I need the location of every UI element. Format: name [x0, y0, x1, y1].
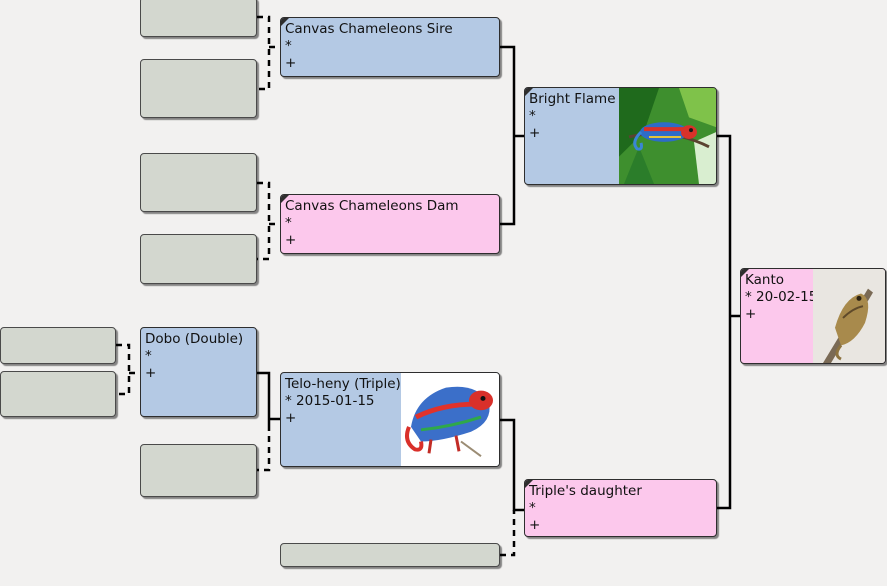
chameleon-on-branch-photo: [813, 269, 885, 363]
person-name: Canvas Chameleons Sire: [285, 21, 453, 37]
card-corner-marker: [525, 480, 533, 488]
card-corner-marker: [281, 18, 289, 26]
person-birth: *: [529, 108, 536, 124]
person-birth: *: [285, 215, 292, 231]
person-birth: * 20-02-15: [745, 289, 818, 305]
empty-ancestor-card[interactable]: [140, 444, 257, 497]
person-card-telo-heny[interactable]: Telo-heny (Triple) * 2015-01-15 +: [280, 372, 500, 467]
empty-ancestor-card[interactable]: [0, 327, 116, 364]
empty-ancestor-card[interactable]: [140, 59, 257, 118]
person-card-bright-flame[interactable]: Bright Flame * +: [524, 87, 717, 185]
person-death: +: [285, 410, 297, 426]
empty-ancestor-card[interactable]: [140, 234, 257, 284]
person-card-kanto[interactable]: Kanto * 20-02-15 +: [740, 268, 886, 364]
person-name: Dobo (Double): [145, 331, 244, 347]
person-death: +: [285, 232, 297, 248]
person-name: Kanto: [745, 272, 784, 288]
person-name: Triple's daughter: [529, 483, 642, 499]
person-birth: * 2015-01-15: [285, 393, 375, 409]
person-death: +: [285, 55, 297, 71]
person-birth: *: [145, 348, 152, 364]
empty-ancestor-card[interactable]: [280, 543, 500, 567]
person-death: +: [529, 125, 541, 141]
person-death: +: [745, 306, 757, 322]
person-birth: *: [285, 38, 292, 54]
panther-chameleon-photo: [401, 373, 499, 466]
card-corner-marker: [741, 269, 749, 277]
empty-ancestor-card[interactable]: [140, 0, 257, 37]
person-name: Bright Flame: [529, 91, 616, 107]
person-card-triples-daughter[interactable]: Triple's daughter * +: [524, 479, 717, 537]
person-card-dam[interactable]: Canvas Chameleons Dam * +: [280, 194, 500, 254]
person-card-sire[interactable]: Canvas Chameleons Sire * +: [280, 17, 500, 77]
person-card-dobo[interactable]: Dobo (Double) * +: [140, 327, 257, 417]
panther-chameleon-photo: [619, 88, 716, 184]
person-name: Canvas Chameleons Dam: [285, 198, 459, 214]
person-name: Telo-heny (Triple): [285, 376, 401, 392]
card-corner-marker: [281, 195, 289, 203]
empty-ancestor-card[interactable]: [0, 371, 116, 417]
empty-ancestor-card[interactable]: [140, 153, 257, 212]
card-corner-marker: [525, 88, 533, 96]
person-death: +: [145, 365, 157, 381]
person-birth: *: [529, 500, 536, 516]
person-death: +: [529, 517, 541, 533]
